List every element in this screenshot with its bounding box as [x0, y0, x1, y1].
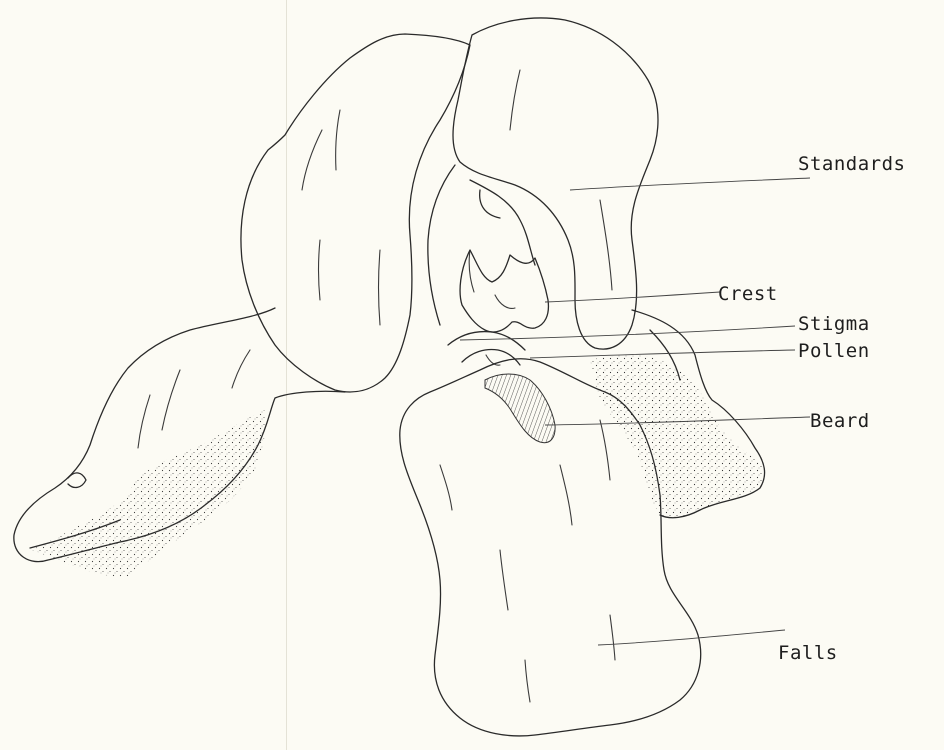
label-crest: Crest	[718, 283, 778, 305]
right-fall-petal	[590, 310, 765, 518]
beard	[485, 374, 555, 443]
pollen	[462, 350, 520, 366]
left-standard-petal	[241, 34, 470, 392]
label-standards: Standards	[798, 153, 905, 175]
inner-standard-folds	[428, 165, 535, 325]
label-pollen: Pollen	[798, 340, 870, 362]
stigma	[448, 332, 525, 350]
label-falls: Falls	[778, 642, 838, 664]
left-fall-stipple	[32, 410, 266, 577]
right-standard-petal	[453, 18, 658, 349]
label-beard: Beard	[810, 410, 870, 432]
label-stigma: Stigma	[798, 313, 870, 335]
